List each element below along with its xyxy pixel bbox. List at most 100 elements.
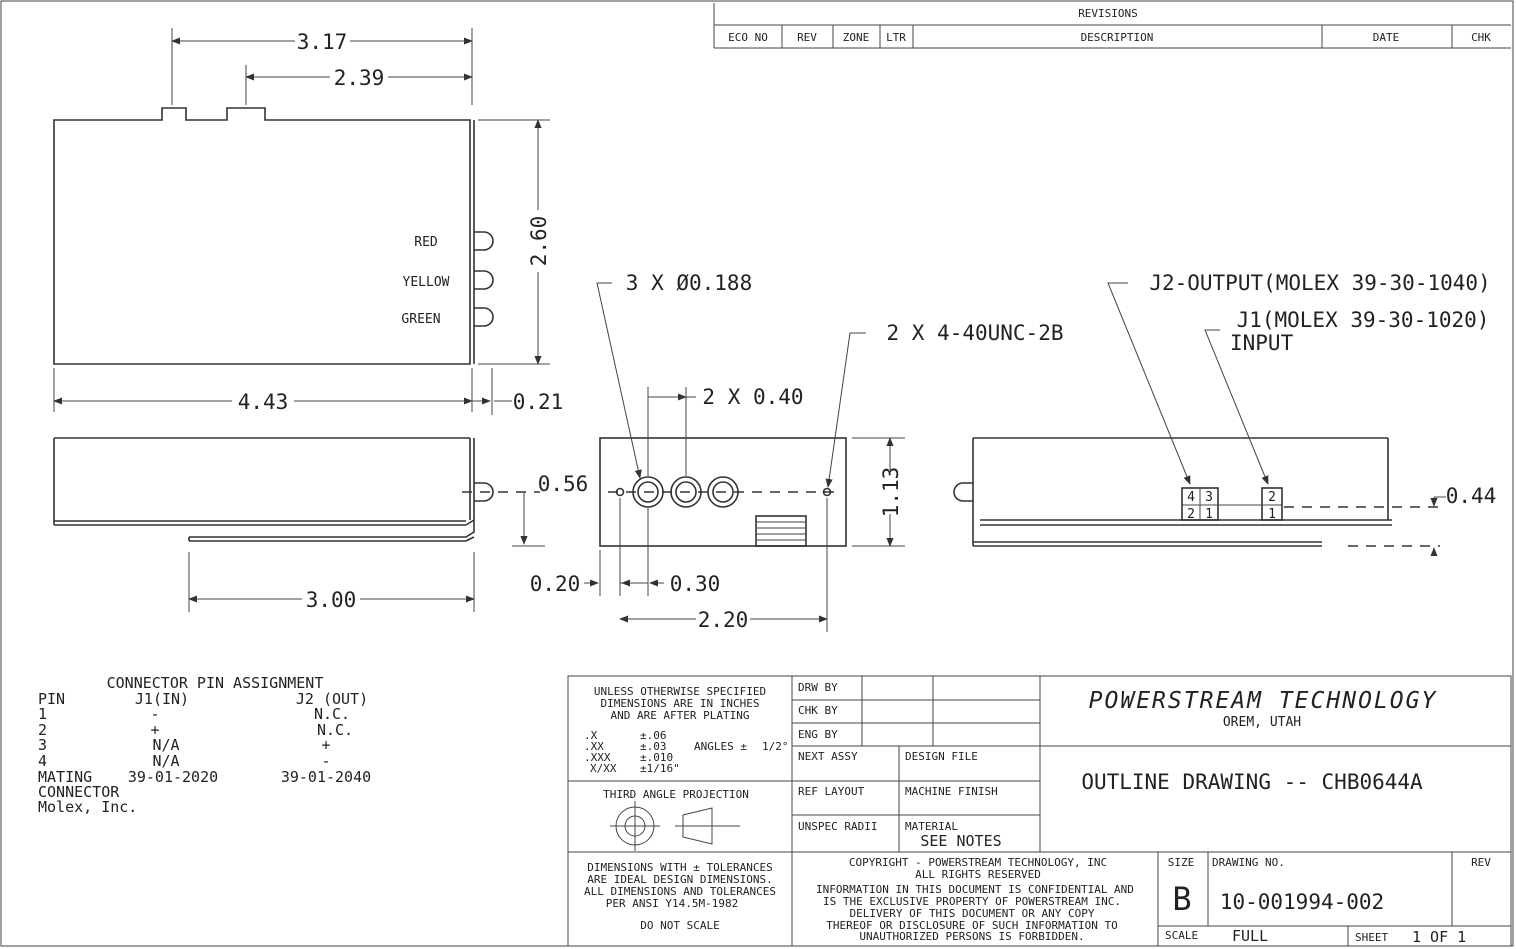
rev-col-description: DESCRIPTION xyxy=(1081,31,1154,44)
rev-col-chk: CHK xyxy=(1471,31,1491,44)
rev-col-ltr: LTR xyxy=(886,31,906,44)
ref-layout-label: REF LAYOUT xyxy=(798,785,865,798)
drw-by-label: DRW BY xyxy=(798,681,838,694)
dim-2x-0-40: 2 X 0.40 xyxy=(702,385,803,409)
svg-text:N/A: N/A xyxy=(152,752,179,770)
end-view-outline xyxy=(599,437,847,547)
end-view: 3 X Ø0.188 2 X 4-40UNC-2B 2 X 0.40 1.13 … xyxy=(530,271,1064,632)
rev-col-eco: ECO NO xyxy=(728,31,768,44)
j2-pin-4: 4 xyxy=(1187,490,1195,505)
unless-line-3: AND ARE AFTER PLATING xyxy=(610,709,749,722)
j2-pin-3: 3 xyxy=(1205,490,1213,505)
dim-note-3: ALL DIMENSIONS AND TOLERANCES xyxy=(584,885,776,898)
thread-hole-left xyxy=(615,487,625,497)
tol-frac: X/XX xyxy=(590,762,617,775)
scale-label: SCALE xyxy=(1165,929,1198,942)
tol-xx: .XX xyxy=(584,740,604,753)
label-threads: 2 X 4-40UNC-2B xyxy=(886,321,1063,345)
table-row: 2 xyxy=(38,721,47,739)
size-value: B xyxy=(1172,880,1191,918)
hole-2 xyxy=(670,476,702,508)
side-view: 0.56 3.00 xyxy=(53,437,589,612)
hole-1 xyxy=(632,476,664,508)
scale-value: FULL xyxy=(1232,927,1268,945)
led-red-label: RED xyxy=(414,235,438,250)
connector-view: 4 3 2 1 2 1 J2-OUTPUT(MOLEX 39-30-1040) … xyxy=(953,271,1497,557)
copyright-7: UNAUTHORIZED PERSONS IS FORBIDDEN. xyxy=(859,930,1084,943)
dim-0-44: 0.44 xyxy=(1446,484,1497,508)
design-file-label: DESIGN FILE xyxy=(905,750,978,763)
sheet-label: SHEET xyxy=(1355,931,1388,944)
label-j1-input: INPUT xyxy=(1230,331,1294,355)
maker-label: Molex, Inc. xyxy=(38,798,137,816)
rev-label: REV xyxy=(1471,856,1491,869)
machine-finish-label: MACHINE FINISH xyxy=(905,785,998,798)
pin-header-pin: PIN xyxy=(38,690,65,708)
company-location: OREM, UTAH xyxy=(1223,715,1301,730)
material-label: MATERIAL xyxy=(905,820,958,833)
drawing-title: OUTLINE DRAWING -- CHB0644A xyxy=(1081,770,1423,794)
top-view-outline xyxy=(53,107,471,365)
pin-table-title: CONNECTOR PIN ASSIGNMENT xyxy=(107,674,324,692)
tol-x: .X xyxy=(584,729,598,742)
j1-pin-2: 2 xyxy=(1268,490,1276,505)
size-label: SIZE xyxy=(1168,856,1195,869)
chk-by-label: CHK BY xyxy=(798,704,838,717)
next-assy-label: NEXT ASSY xyxy=(798,750,858,763)
tol-frac-val: ±1/16" xyxy=(640,762,680,775)
drawing-no: 10-001994-002 xyxy=(1220,890,1384,914)
table-row: 4 xyxy=(38,752,47,770)
dim-3-17: 3.17 xyxy=(297,30,348,54)
unspec-radii-label: UNSPEC RADII xyxy=(798,820,877,833)
copyright-3: INFORMATION IN THIS DOCUMENT IS CONFIDEN… xyxy=(816,883,1134,896)
dim-2-60: 2.60 xyxy=(527,216,551,267)
dim-0-30: 0.30 xyxy=(670,572,721,596)
mating-j1: 39-01-2020 xyxy=(128,768,218,786)
copyright-2: ALL RIGHTS RESERVED xyxy=(915,868,1041,881)
mating-j2: 39-01-2040 xyxy=(281,768,371,786)
tol-xx-val: ±.03 xyxy=(640,740,667,753)
title-block: UNLESS OTHERWISE SPECIFIED DIMENSIONS AR… xyxy=(567,675,1512,947)
drawing-no-label: DRAWING NO. xyxy=(1212,856,1285,869)
dim-0-20: 0.20 xyxy=(530,572,581,596)
dim-2-39: 2.39 xyxy=(334,66,385,90)
j2-pin-1: 1 xyxy=(1205,507,1213,522)
dim-note-4: PER ANSI Y14.5M-1982 xyxy=(606,897,738,910)
unless-line-1: UNLESS OTHERWISE SPECIFIED xyxy=(594,685,766,698)
connector-label: CONNECTOR xyxy=(38,783,120,801)
svg-text:N.C.: N.C. xyxy=(317,721,353,739)
top-view: RED YELLOW GREEN 3.17 2.39 2.60 4.43 0.2… xyxy=(53,28,564,415)
j2-pin-2: 2 xyxy=(1187,507,1195,522)
svg-text:-: - xyxy=(321,752,330,770)
rev-col-date: DATE xyxy=(1373,31,1400,44)
j1-pin-1: 1 xyxy=(1268,507,1276,522)
dim-1-13: 1.13 xyxy=(879,467,903,518)
third-angle-projection-icon xyxy=(610,801,740,851)
svg-text:-: - xyxy=(150,705,159,723)
angles-val: 1/2° xyxy=(762,740,789,753)
tol-x-val: ±.06 xyxy=(640,729,667,742)
dim-note-2: ARE IDEAL DESIGN DIMENSIONS. xyxy=(587,873,772,886)
unless-line-2: DIMENSIONS ARE IN INCHES xyxy=(601,697,760,710)
dim-0-56: 0.56 xyxy=(538,472,589,496)
copyright-4: IS THE EXCLUSIVE PROPERTY OF POWERSTREAM… xyxy=(823,895,1121,908)
label-holes: 3 X Ø0.188 xyxy=(626,271,752,295)
copyright-6: THEREOF OR DISCLOSURE OF SUCH INFORMATIO… xyxy=(826,919,1117,932)
company-name: POWERSTREAM TECHNOLOGY xyxy=(1089,688,1438,714)
do-not-scale: DO NOT SCALE xyxy=(640,919,719,932)
dim-0-21: 0.21 xyxy=(513,390,564,414)
svg-text:+: + xyxy=(150,721,159,739)
dim-3-00: 3.00 xyxy=(306,588,357,612)
revisions-title: REVISIONS xyxy=(1078,7,1138,20)
dim-4-43: 4.43 xyxy=(238,390,289,414)
tol-xxx-val: ±.010 xyxy=(640,751,673,764)
label-j2-output: J2-OUTPUT(MOLEX 39-30-1040) xyxy=(1149,271,1490,295)
copyright-1: COPYRIGHT - POWERSTREAM TECHNOLOGY, INC xyxy=(849,856,1107,869)
rev-col-rev: REV xyxy=(797,31,817,44)
thread-hole-right xyxy=(822,487,832,497)
hole-3 xyxy=(707,476,739,508)
angles-label: ANGLES ± xyxy=(694,740,747,753)
j1-connector xyxy=(1261,487,1283,521)
